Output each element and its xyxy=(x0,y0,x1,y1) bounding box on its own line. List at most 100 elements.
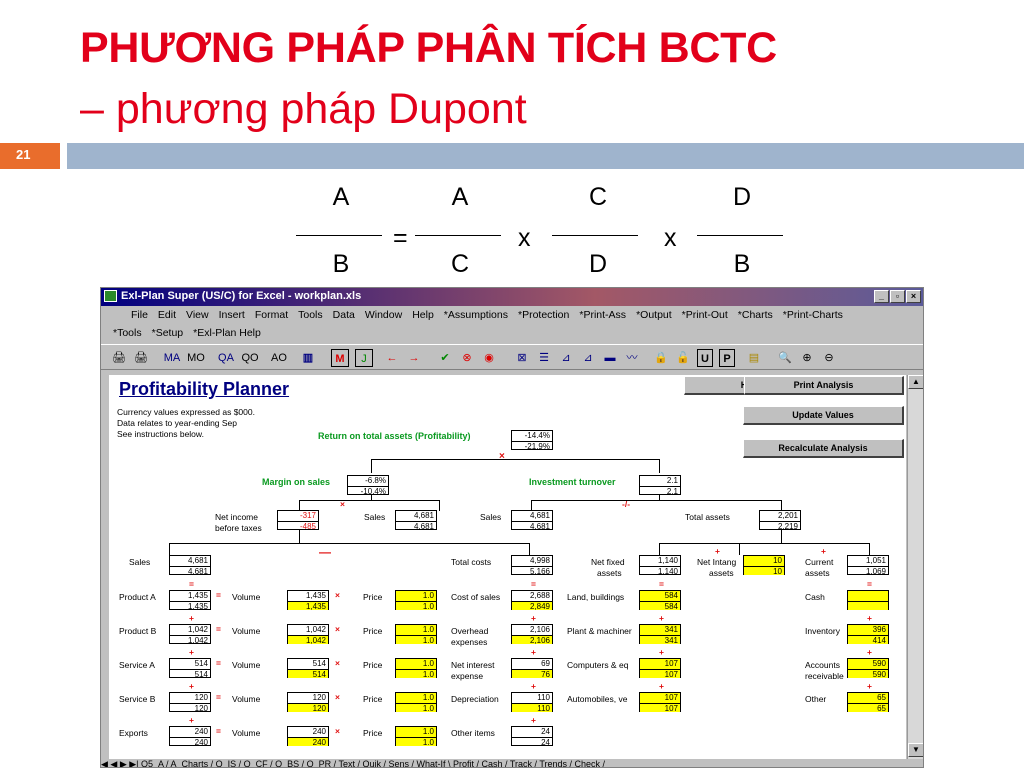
p-icon[interactable]: P xyxy=(719,349,735,367)
current-asset-value[interactable] xyxy=(847,590,889,610)
tool-ao[interactable]: AO xyxy=(271,352,287,364)
zoom-out-icon[interactable]: ⊖ xyxy=(824,352,834,364)
check-icon[interactable]: ✔ xyxy=(440,352,450,364)
zoom-in-icon[interactable]: ⊕ xyxy=(802,352,812,364)
grid-icon[interactable]: ⊠ xyxy=(517,352,527,364)
print-analysis-button[interactable]: Print Analysis xyxy=(744,376,904,395)
chart-icon[interactable]: ▥ xyxy=(302,352,314,364)
menu-item[interactable]: File xyxy=(131,309,148,321)
chart-line-icon[interactable]: ⊿ xyxy=(561,352,571,364)
menu-item[interactable]: Insert xyxy=(218,309,245,321)
table-icon[interactable]: ▤ xyxy=(748,352,760,364)
close-button[interactable]: × xyxy=(906,290,921,303)
cancel-icon[interactable]: ⊗ xyxy=(462,352,472,364)
print-icon[interactable]: 🖨 xyxy=(112,352,126,364)
unlock-icon[interactable]: 🔓 xyxy=(676,352,690,364)
menu-item[interactable]: View xyxy=(186,309,209,321)
scroll-down-icon[interactable]: ▼ xyxy=(908,743,923,757)
menu-item[interactable]: Help xyxy=(412,309,434,321)
menu-item[interactable]: *Exl-Plan Help xyxy=(193,327,261,339)
menu-item[interactable]: *Output xyxy=(636,309,672,321)
menu-item[interactable]: *Tools xyxy=(113,327,142,339)
target-icon[interactable]: ◉ xyxy=(484,352,494,364)
menu-item[interactable]: *Print-Out xyxy=(681,309,728,321)
menu-item[interactable]: Window xyxy=(364,309,403,321)
cost-label: Cost of sales xyxy=(451,592,501,602)
menu-item[interactable]: *Print-Ass xyxy=(579,309,627,321)
menu-item[interactable]: Edit xyxy=(157,309,177,321)
arrow-left-icon[interactable]: ← xyxy=(386,352,398,364)
scroll-up-icon[interactable]: ▲ xyxy=(908,375,923,389)
menu-item[interactable]: *Print-Charts xyxy=(782,309,843,321)
margin-value[interactable]: -6.8%-10.4% xyxy=(347,475,389,495)
tool-ma[interactable]: MA xyxy=(163,352,181,364)
menu-item[interactable]: Format xyxy=(254,309,289,321)
menu-item[interactable]: *Charts xyxy=(737,309,773,321)
vertical-scrollbar[interactable]: ▲ ▼ xyxy=(907,375,923,759)
tool-qo[interactable]: QO xyxy=(241,352,259,364)
net-income-value[interactable]: -317-485 xyxy=(277,510,319,530)
menu-item[interactable]: Data xyxy=(332,309,355,321)
sheet-tabs[interactable]: ◀ ◀ ▶ ▶| Q5_A / A_Charts / Q_IS / Q_CF /… xyxy=(101,759,923,767)
recalculate-analysis-button[interactable]: Recalculate Analysis xyxy=(743,439,904,458)
j-icon[interactable]: J xyxy=(355,349,373,367)
update-values-button[interactable]: Update Values xyxy=(743,406,904,425)
tool-qa[interactable]: QA xyxy=(218,352,234,364)
list-icon[interactable]: ☰ xyxy=(539,352,549,364)
menu-item[interactable]: *Setup xyxy=(151,327,184,339)
arrow-right-icon[interactable]: → xyxy=(408,352,420,364)
menu-item[interactable]: *Protection xyxy=(518,309,570,321)
zoom-icon[interactable]: 🔍 xyxy=(778,352,792,364)
m-icon[interactable]: M xyxy=(331,349,349,367)
menu-item[interactable]: *Assumptions xyxy=(443,309,508,321)
restore-button[interactable]: ▫ xyxy=(890,290,905,303)
roa-value[interactable]: -14.4%-21.9% xyxy=(511,430,553,450)
menu-item[interactable]: Tools xyxy=(298,309,323,321)
tool-mo[interactable]: MO xyxy=(187,352,205,364)
minimize-button[interactable]: _ xyxy=(874,290,889,303)
chart-area-icon[interactable]: ⊿ xyxy=(583,352,593,364)
times-sign: x xyxy=(518,224,531,252)
lock-icon[interactable]: 🔒 xyxy=(654,352,668,364)
print-preview-icon[interactable]: 🖨 xyxy=(134,352,148,364)
u-icon[interactable]: U xyxy=(697,349,713,367)
bar-icon[interactable]: ▬ xyxy=(604,352,616,364)
wave-icon[interactable]: 〰 xyxy=(626,352,638,364)
